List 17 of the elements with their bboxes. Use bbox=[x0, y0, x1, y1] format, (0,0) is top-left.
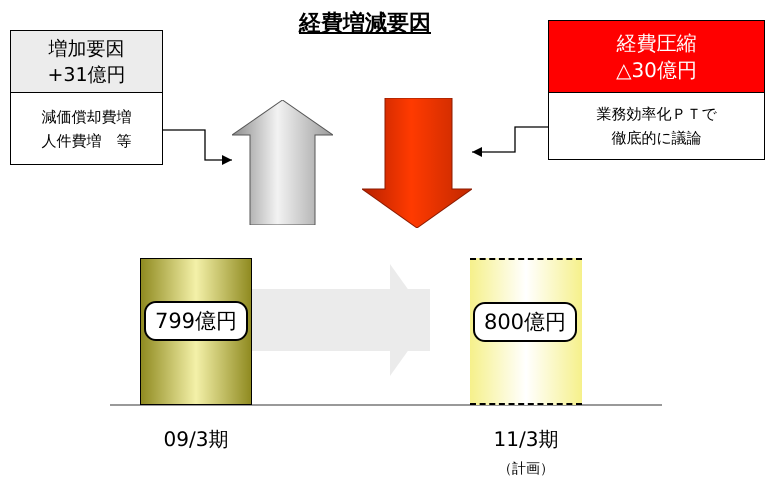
period-label: 09/3期 bbox=[162, 426, 230, 453]
heading-box: 増加要因+31億円 bbox=[10, 30, 163, 93]
title: 経費増減要因 bbox=[298, 10, 432, 38]
arrow bbox=[472, 126, 548, 157]
note-box: 業務効率化ＰＴで徹底的に議論 bbox=[548, 93, 765, 160]
note-box: 減価償却費増人件費増 等 bbox=[10, 93, 163, 165]
period-label: 11/3期 bbox=[492, 426, 560, 453]
arrow bbox=[163, 129, 232, 165]
block-arrow bbox=[252, 264, 430, 376]
down-arrow bbox=[362, 98, 472, 228]
value-label: 800億円 bbox=[473, 302, 577, 342]
up-arrow bbox=[232, 100, 333, 225]
cost-bar bbox=[140, 258, 252, 405]
heading-box: 経費圧縮△30億円 bbox=[548, 20, 765, 93]
period-label: （計画） bbox=[497, 460, 555, 478]
cost-bar bbox=[470, 258, 582, 405]
value-label: 799億円 bbox=[144, 301, 248, 341]
